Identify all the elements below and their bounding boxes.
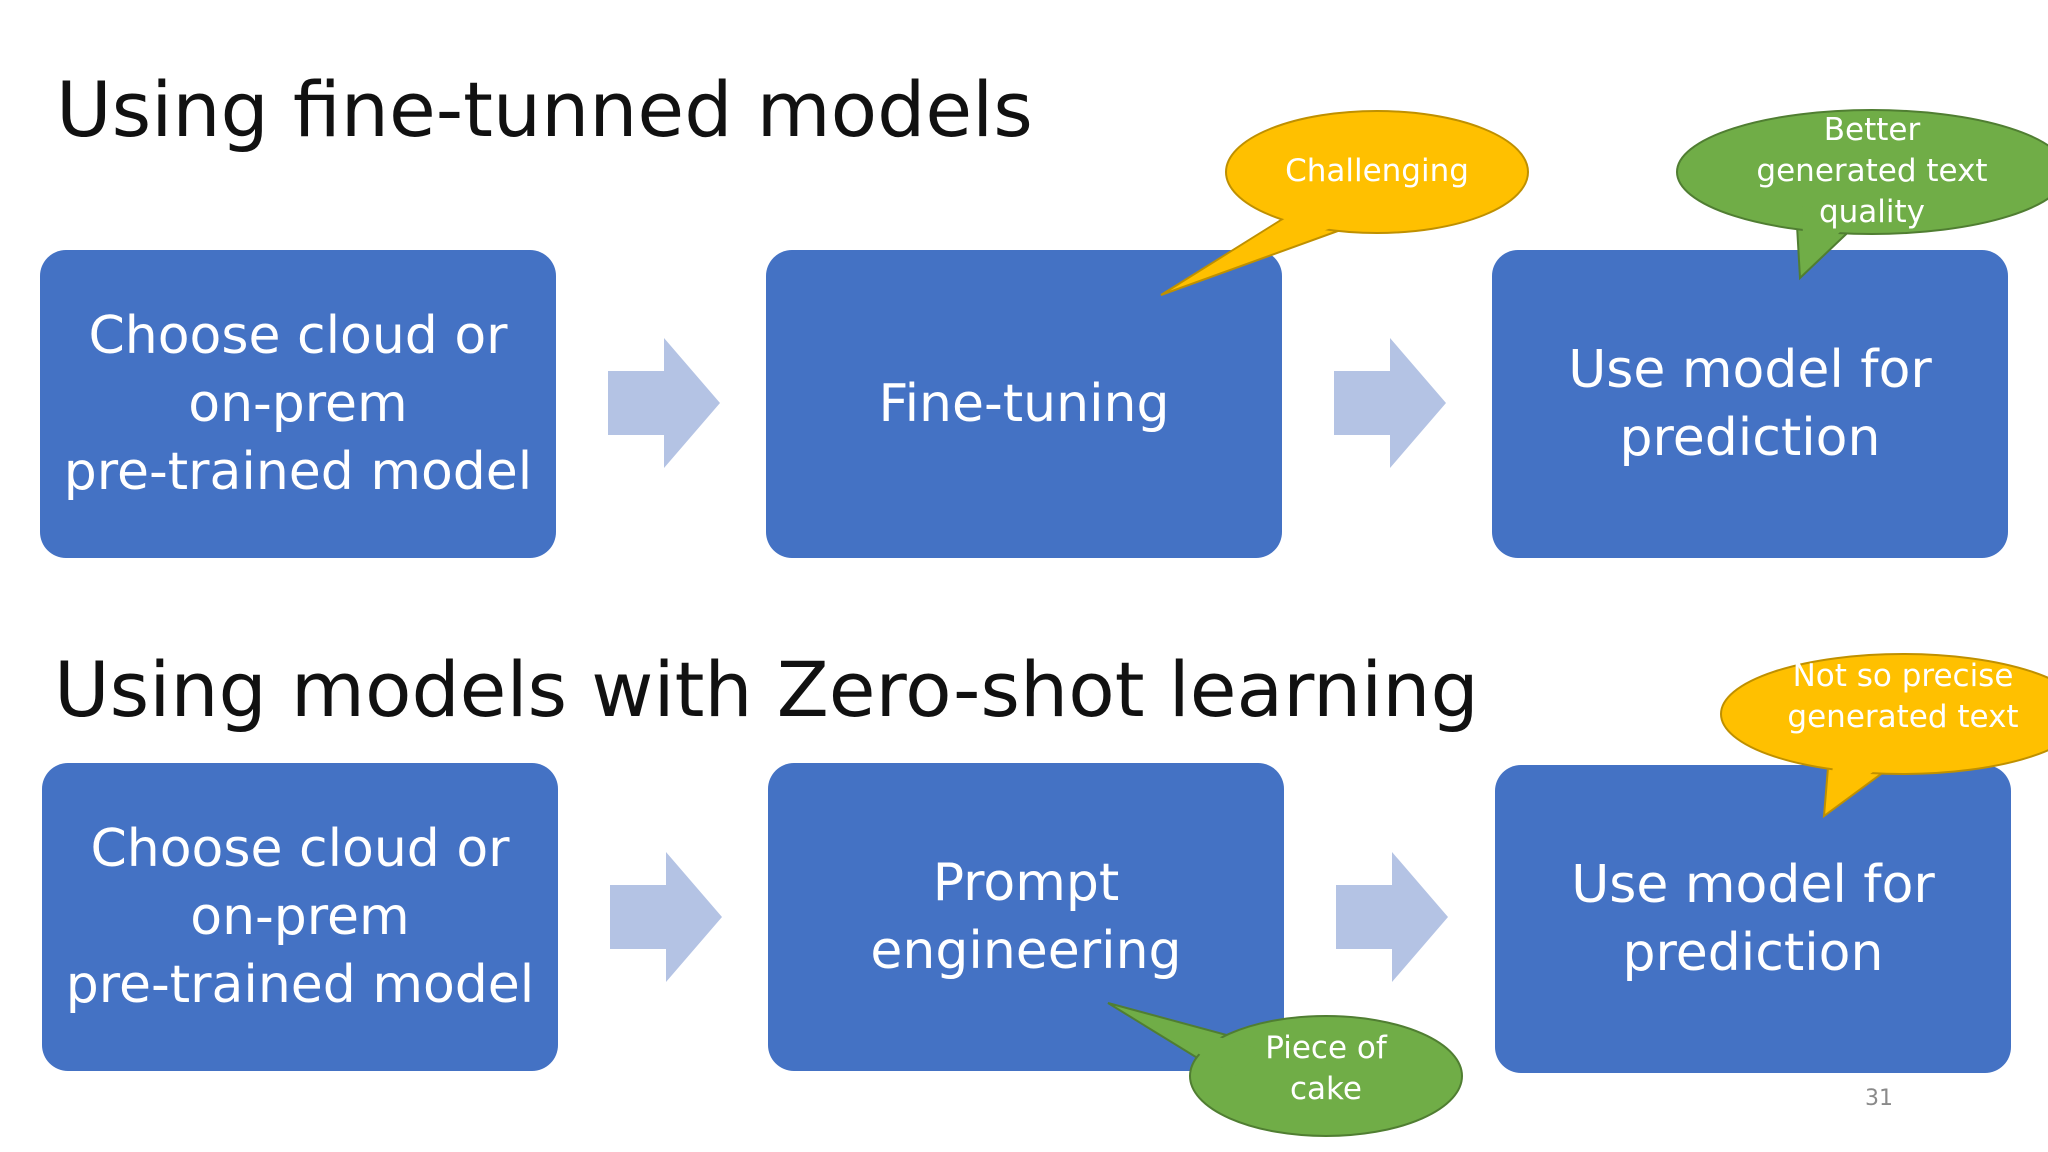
callout-not-precise: Not so precise generated text [1720,652,2048,820]
step-label: Fine-tuning [878,374,1170,434]
step-use-model-row2: Use model for prediction [1495,765,2011,1073]
callout-better-quality: Better generated text quality [1676,108,2048,283]
step-use-model-row1: Use model for prediction [1492,250,2008,558]
page-number: 31 [1865,1086,1893,1111]
step-label: Choose cloud or on-prem pre-trained mode… [63,306,533,502]
speech-bubble-icon [1676,109,2048,281]
step-prompt-engineering: Prompt engineering [768,763,1284,1071]
flow-arrow-icon [610,852,722,982]
step-fine-tuning: Fine-tuning [766,250,1282,558]
callout-text: Piece of cake [1265,1030,1387,1107]
step-choose-model-row1: Choose cloud or on-prem pre-trained mode… [40,250,556,558]
speech-bubble-icon [1107,1002,1463,1137]
slide-heading-zero-shot: Using models with Zero-shot learning [54,645,1479,734]
step-label: Choose cloud or on-prem pre-trained mode… [65,819,535,1015]
callout-piece-of-cake: Piece of cake [1107,1000,1470,1145]
callout-text: Better generated text quality [1756,112,1988,230]
flow-arrow-icon [1336,852,1448,982]
slide-heading-fine-tuned: Using fine-tunned models [56,65,1033,154]
step-choose-model-row2: Choose cloud or on-prem pre-trained mode… [42,763,558,1071]
callout-challenging: Challenging [1155,105,1535,305]
callout-text: Challenging [1285,153,1469,189]
step-label: Use model for prediction [1568,340,1932,468]
flow-arrow-icon [608,338,720,468]
speech-bubble-icon [1160,110,1529,296]
callout-text: Not so precise generated text [1787,658,2019,735]
speech-bubble-icon [1720,653,2048,819]
flow-arrow-icon [1334,338,1446,468]
step-label: Use model for prediction [1571,855,1935,983]
step-label: Prompt engineering [870,853,1182,981]
